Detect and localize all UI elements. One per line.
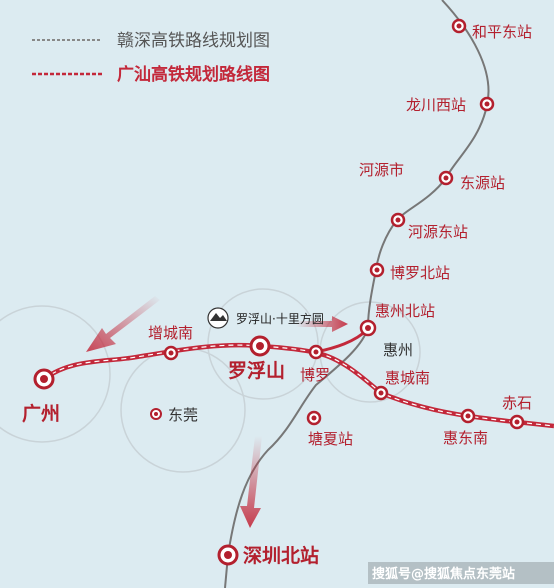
- label-shenzhen-north: 深圳北站: [243, 544, 319, 567]
- label-dongguan: 东莞: [168, 406, 198, 424]
- label-guangzhou: 广州: [22, 402, 60, 425]
- station-markers: [163, 18, 525, 430]
- station-dot-huicheng-south: [378, 390, 384, 396]
- station-dot-tangxia: [311, 415, 317, 421]
- label-zengcheng-south: 增城南: [148, 324, 193, 342]
- label-boluo-north: 博罗北站: [390, 264, 450, 282]
- watermark-text: 搜狐号@搜狐焦点东莞站: [372, 566, 515, 582]
- label-luofushan: 罗浮山: [228, 359, 285, 382]
- station-dot-huizhou-north: [365, 325, 371, 331]
- label-huidong-south: 惠东南: [443, 429, 488, 447]
- label-chishi: 赤石: [502, 394, 532, 412]
- station-dot-boluo-north: [374, 267, 380, 273]
- station-dot-longchuan-west: [484, 101, 490, 107]
- ganshen-rail-line: [224, 0, 490, 588]
- city-dot-shenzhen-north: [224, 551, 232, 559]
- legend-guangshan-label: 广汕高铁规划路线图: [117, 64, 270, 85]
- station-inner-dots: [168, 23, 520, 425]
- guangzhou-area-circle: [0, 305, 111, 443]
- arrow-to-guangzhou: [86, 296, 160, 352]
- city-dot-luofushan: [256, 342, 264, 350]
- luofushan-area-circle: [207, 288, 319, 400]
- label-dongyuan: 东源站: [460, 174, 505, 192]
- label-huizhou: 惠州: [383, 341, 413, 359]
- project-badge: 罗浮山·十里方圆: [207, 307, 324, 329]
- city-dot-dongguan: [154, 412, 158, 416]
- label-heping-east: 和平东站: [472, 23, 532, 41]
- station-dot-chishi: [514, 419, 520, 425]
- label-huicheng-south: 惠城南: [385, 369, 430, 387]
- station-dot-heping-east: [456, 23, 462, 29]
- station-dot-boluo: [313, 349, 319, 355]
- major-city-markers: [33, 335, 271, 566]
- city-dot-guangzhou: [40, 375, 48, 383]
- label-heyuan-east: 河源东站: [408, 223, 468, 241]
- legend: 赣深高铁路线规划图 广汕高铁规划路线图: [32, 31, 270, 85]
- station-dot-huidong-south: [465, 413, 471, 419]
- project-logo-mountain-icon: [210, 313, 227, 321]
- station-dot-heyuan-east: [395, 217, 401, 223]
- label-huizhou-north: 惠州北站: [375, 302, 435, 320]
- legend-ganshen-label: 赣深高铁路线规划图: [117, 31, 270, 51]
- watermark-bg: [368, 562, 554, 584]
- label-longchuan-west: 龙川西站: [406, 96, 466, 114]
- label-heyuan-city: 河源市: [359, 161, 404, 179]
- station-dot-zengcheng-south: [168, 350, 174, 356]
- arrow-to-huizhou: [296, 316, 348, 332]
- arrow-to-shenzhen: [240, 436, 262, 528]
- project-label: 罗浮山·十里方圆: [236, 311, 324, 326]
- label-tangxia: 塘夏站: [308, 430, 353, 448]
- station-dot-dongyuan: [443, 175, 449, 181]
- label-boluo: 博罗: [300, 366, 330, 384]
